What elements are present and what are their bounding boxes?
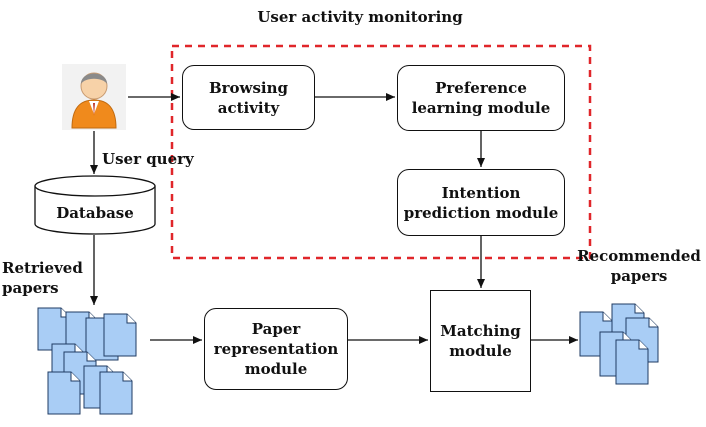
document-icon bbox=[103, 313, 137, 357]
browsing-activity-box: Browsing activity bbox=[182, 65, 315, 130]
browsing-activity-label: Browsing activity bbox=[208, 78, 289, 117]
user-query-label: User query bbox=[102, 150, 194, 168]
monitoring-region bbox=[170, 44, 592, 260]
intention-prediction-label: Intention prediction module bbox=[403, 183, 559, 222]
user-icon bbox=[62, 64, 126, 130]
document-icon bbox=[47, 371, 81, 415]
diagram-title: User activity monitoring bbox=[257, 8, 463, 26]
paper-representation-box: Paper representation module bbox=[204, 308, 348, 390]
retrieved-papers-label: Retrieved papers bbox=[2, 259, 83, 297]
matching-module-label: Matching module bbox=[440, 322, 521, 360]
recommended-papers-group bbox=[579, 303, 659, 385]
database-icon bbox=[34, 175, 156, 235]
paper-representation-label: Paper representation module bbox=[213, 320, 339, 378]
document-icon bbox=[99, 371, 133, 415]
database-label: Database bbox=[56, 204, 134, 222]
matching-module-box: Matching module bbox=[430, 290, 531, 392]
preference-learning-box: Preference learning module bbox=[397, 65, 565, 131]
intention-prediction-box: Intention prediction module bbox=[397, 169, 565, 236]
connectors bbox=[90, 93, 578, 344]
recommended-papers-label: Recommended papers bbox=[577, 247, 701, 285]
preference-learning-label: Preference learning module bbox=[411, 79, 551, 117]
document-icon bbox=[615, 339, 649, 385]
retrieved-papers-group bbox=[37, 307, 137, 415]
